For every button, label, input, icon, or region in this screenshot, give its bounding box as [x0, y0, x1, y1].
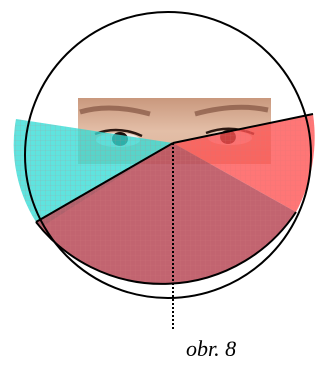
figure-caption: obr. 8: [186, 336, 236, 362]
